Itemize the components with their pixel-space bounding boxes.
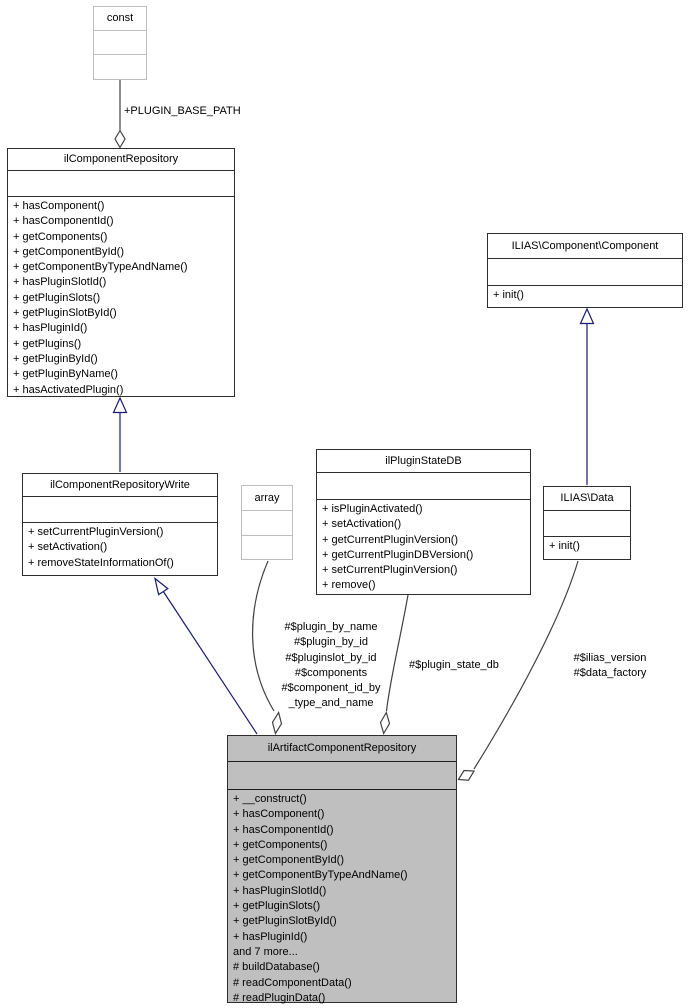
methods-section: + hasComponent() + hasComponentId() + getC…: [8, 197, 234, 400]
text-line: + getComponentByTypeAndName(): [13, 261, 188, 274]
text-line: + getComponents(): [233, 838, 328, 851]
aggregation-diamond-icon: [271, 710, 283, 736]
text-line: + setActivation(): [322, 518, 402, 531]
attributes-section: [94, 31, 146, 55]
methods-section: + __construct() + hasComponent() + hasComp…: [228, 790, 456, 1008]
text-line: + getComponentById(): [13, 245, 124, 258]
text-line: + hasComponent(): [13, 200, 105, 212]
methods-section: + isPluginActivated() + setActivation() + …: [317, 500, 530, 596]
class-title[interactable]: ilComponentRepository: [8, 149, 234, 171]
text-line: + hasPluginSlotId(): [233, 884, 327, 897]
attributes-section: [23, 497, 217, 523]
text-line: #$plugin_by_id: [293, 636, 368, 649]
class-box-ilComponentRepositoryWrite[interactable]: ilComponentRepositoryWrite + setCurrentP…: [22, 473, 218, 576]
class-box-ilias-component-component[interactable]: ILIAS\Component\Component + init(): [487, 233, 683, 308]
class-title[interactable]: const: [94, 7, 146, 31]
text-line: + getComponents(): [13, 230, 108, 243]
attributes-section: [228, 762, 456, 790]
text-line: + init(): [549, 540, 580, 552]
text-line: # buildDatabase(): [233, 961, 320, 974]
text-line: + getComponentById(): [233, 854, 344, 867]
text-line: + __construct(): [233, 793, 307, 805]
text-line: # readPluginData(): [233, 991, 326, 1004]
text-line: + getPlugins(): [13, 337, 82, 350]
text-line: + hasComponentId(): [13, 215, 114, 228]
text-line: + hasComponent(): [233, 808, 325, 821]
class-title[interactable]: ilPluginStateDB: [317, 450, 530, 473]
edge-inheritance-artifact-to-write: [162, 590, 258, 735]
text-line: + setActivation(): [28, 541, 108, 554]
edge-label-plugin-state-db: #$plugin_state_db: [409, 659, 499, 671]
text-line: + hasActivatedPlugin(): [13, 383, 124, 396]
attributes-section: [544, 511, 630, 537]
text-line: #$component_id_by: [281, 682, 381, 695]
text-line: + remove(): [322, 579, 376, 592]
inheritance-arrow-icon: [579, 307, 595, 325]
class-box-ilComponentRepository[interactable]: ilComponentRepository + hasComponent()+ …: [7, 148, 235, 397]
text-line: + getPluginById(): [13, 352, 98, 365]
inheritance-arrow-icon: [112, 396, 128, 414]
edge-label-plugin-base-path: +PLUGIN_BASE_PATH: [124, 105, 241, 117]
edge-label-components-aggregation: #$plugin_by_name #$plugin_by_id #$pluginsl…: [266, 620, 396, 712]
text-line: + getPluginByName(): [13, 368, 118, 381]
text-line: + hasPluginSlotId(): [13, 276, 107, 289]
inheritance-arrow-icon: [154, 576, 169, 596]
methods-section: + init(): [488, 286, 682, 305]
text-line: #$plugin_by_name: [284, 621, 378, 633]
text-line: + hasPluginId(): [13, 322, 88, 335]
class-box-ilias-data[interactable]: ILIAS\Data + init(): [543, 486, 631, 560]
class-box-array[interactable]: array: [241, 485, 293, 560]
methods-section: + init(): [544, 537, 630, 556]
class-title[interactable]: array: [242, 486, 292, 511]
class-title[interactable]: ilComponentRepositoryWrite: [23, 474, 217, 497]
attributes-section: [8, 171, 234, 197]
text-line: + getPluginSlots(): [13, 291, 101, 304]
class-box-ilPluginStateDB[interactable]: ilPluginStateDB + isPluginActivated() + s…: [316, 449, 531, 595]
text-line: + setCurrentPluginVersion(): [28, 526, 164, 538]
text-line: + isPluginActivated(): [322, 503, 423, 515]
aggregation-diamond-icon: [457, 769, 476, 781]
text-line: and 7 more...: [233, 945, 298, 958]
class-box-const[interactable]: const: [93, 6, 147, 80]
attributes-section: [317, 473, 530, 500]
aggregation-diamond-icon: [379, 710, 391, 736]
text-line: + init(): [493, 289, 524, 301]
aggregation-diamond-icon: [114, 129, 126, 149]
methods-section: + setCurrentPluginVersion() + setActivati…: [23, 523, 217, 573]
text-line: + hasPluginId(): [233, 930, 308, 943]
text-line: + getCurrentPluginDBVersion(): [322, 548, 474, 561]
class-title[interactable]: ilArtifactComponentRepository: [228, 736, 456, 762]
text-line: + getComponentByTypeAndName(): [233, 869, 408, 882]
text-line: #$data_factory: [573, 667, 647, 680]
text-line: #$pluginslot_by_id: [285, 651, 377, 664]
text-line: + getPluginSlotById(): [13, 307, 117, 320]
attributes-section: [242, 511, 292, 536]
text-line: + getPluginSlots(): [233, 900, 321, 913]
text-line: #$ilias_version: [573, 652, 647, 664]
text-line: + setCurrentPluginVersion(): [322, 564, 458, 577]
text-line: # readComponentData(): [233, 976, 352, 989]
class-box-ilArtifactComponentRepository[interactable]: ilArtifactComponentRepository + __constr…: [227, 735, 457, 1004]
text-line: _type_and_name: [288, 697, 374, 710]
text-line: #$components: [294, 666, 368, 679]
text-line: + getPluginSlotById(): [233, 915, 337, 928]
edge-label-ilias-data-aggregation: #$ilias_version #$data_factory: [558, 651, 662, 682]
text-line: + getCurrentPluginVersion(): [322, 533, 459, 546]
class-title[interactable]: ILIAS\Component\Component: [488, 234, 682, 259]
text-line: + removeStateInformationOf(): [28, 556, 174, 569]
attributes-section: [488, 259, 682, 286]
text-line: + hasComponentId(): [233, 823, 334, 836]
class-title[interactable]: ILIAS\Data: [544, 487, 630, 511]
